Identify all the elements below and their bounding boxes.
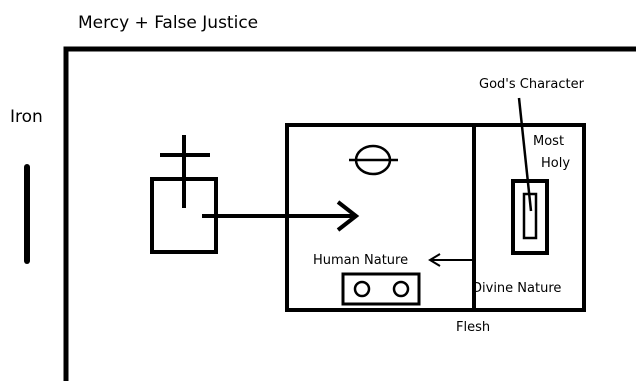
outer-enclosure xyxy=(63,46,636,381)
label-mercy-false-justice: Mercy + False Justice xyxy=(78,13,258,33)
pointer-gods-character xyxy=(517,97,533,212)
label-gods-character: God's Character xyxy=(479,77,585,92)
label-flesh: Flesh xyxy=(456,320,490,335)
label-human-nature: Human Nature xyxy=(313,253,408,268)
label-divine-nature: Divine Nature xyxy=(472,281,561,296)
table-circle-left xyxy=(353,280,371,298)
label-holy: Holy xyxy=(541,156,570,171)
sanctuary-box xyxy=(285,123,586,312)
arrow-to-human-nature-head xyxy=(428,253,441,267)
table-circle-right xyxy=(392,280,410,298)
label-iron: Iron xyxy=(10,107,43,127)
ark-outer xyxy=(511,179,549,255)
arrow-to-holy-place-head xyxy=(336,200,360,232)
label-most: Most xyxy=(533,134,564,149)
table-box xyxy=(341,272,421,306)
